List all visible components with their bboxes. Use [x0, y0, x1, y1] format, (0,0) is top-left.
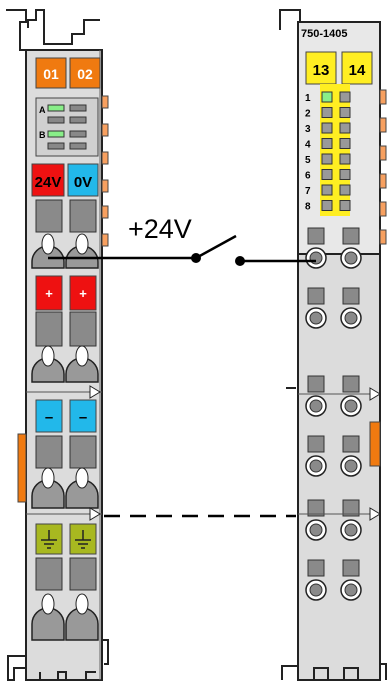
switch-blade: [195, 234, 237, 260]
channel-number-4: 4: [305, 140, 311, 151]
release-slot[interactable]: [307, 375, 325, 393]
plus-symbol-2: +: [79, 286, 87, 301]
channel-led: [339, 200, 351, 211]
channel-number-7: 7: [305, 186, 311, 197]
release-slot[interactable]: [307, 435, 325, 453]
terminal-hole: [344, 251, 358, 265]
release-slot[interactable]: [342, 287, 360, 305]
channel-number-2: 2: [305, 109, 311, 120]
status-led-panel: [35, 97, 99, 157]
plus-symbol-1: +: [45, 286, 53, 301]
part-number: 750-1405: [301, 28, 348, 40]
channel-number-1: 1: [305, 93, 311, 104]
channel-number-6: 6: [305, 171, 311, 182]
terminal-hole: [344, 399, 358, 413]
minus-symbol-2: –: [79, 409, 87, 426]
channel-led: [339, 184, 351, 196]
power-supply-module: 01 02 A B 24V 0V + +: [6, 9, 109, 681]
channel-led: [321, 122, 333, 134]
led-label-14: 14: [349, 62, 366, 79]
channel-number-8: 8: [305, 202, 311, 213]
release-slot[interactable]: [342, 499, 360, 517]
supply-label-24v: 24V: [35, 174, 62, 191]
led-label-01: 01: [43, 66, 59, 82]
terminal-hole: [309, 399, 323, 413]
led-label-13: 13: [313, 62, 330, 79]
channel-led: [339, 138, 351, 149]
channel-led: [339, 91, 351, 103]
digital-input-module: 750-1405 13 14 1 2 3 4 5 6 7 8: [279, 9, 387, 681]
channel-number-3: 3: [305, 124, 311, 135]
terminal-hole: [309, 583, 323, 597]
channel-led: [339, 169, 351, 180]
release-slot[interactable]: [307, 227, 325, 245]
release-slot[interactable]: [307, 287, 325, 305]
ground-icon: [41, 530, 57, 549]
channel-led: [321, 200, 333, 211]
switch-label: +24V: [128, 214, 192, 244]
channel-led: [321, 153, 333, 165]
release-slot[interactable]: [307, 499, 325, 517]
wiring: +24V: [48, 214, 316, 518]
status-label-b: B: [39, 130, 46, 140]
channel-led: [321, 184, 333, 196]
terminal-hole: [309, 311, 323, 325]
terminal-grid: [305, 227, 362, 601]
side-release-tab[interactable]: [369, 421, 381, 467]
terminal-hole: [344, 459, 358, 473]
channel-led: [321, 107, 333, 118]
terminal-hole: [344, 311, 358, 325]
terminal-hole: [344, 583, 358, 597]
side-release-tab[interactable]: [17, 433, 27, 503]
led-label-02: 02: [77, 66, 93, 82]
channel-led: [339, 122, 351, 134]
terminal-hole: [309, 459, 323, 473]
release-slot[interactable]: [342, 435, 360, 453]
ground-icon: [75, 530, 91, 549]
channel-led: [321, 169, 333, 180]
channel-led-grid: 1 2 3 4 5 6 7 8: [305, 91, 351, 213]
channel-led: [339, 153, 351, 165]
channel-led: [321, 138, 333, 149]
release-slot[interactable]: [342, 559, 360, 577]
minus-symbol-1: –: [45, 409, 53, 426]
channel-led: [339, 107, 351, 118]
terminal-hole: [344, 523, 358, 537]
supply-label-0v: 0V: [74, 174, 92, 191]
channel-led: [321, 91, 333, 103]
release-slot[interactable]: [307, 559, 325, 577]
release-slot[interactable]: [342, 375, 360, 393]
terminal-hole: [309, 523, 323, 537]
release-slot[interactable]: [342, 227, 360, 245]
channel-number-5: 5: [305, 155, 311, 166]
status-label-a: A: [39, 105, 46, 115]
